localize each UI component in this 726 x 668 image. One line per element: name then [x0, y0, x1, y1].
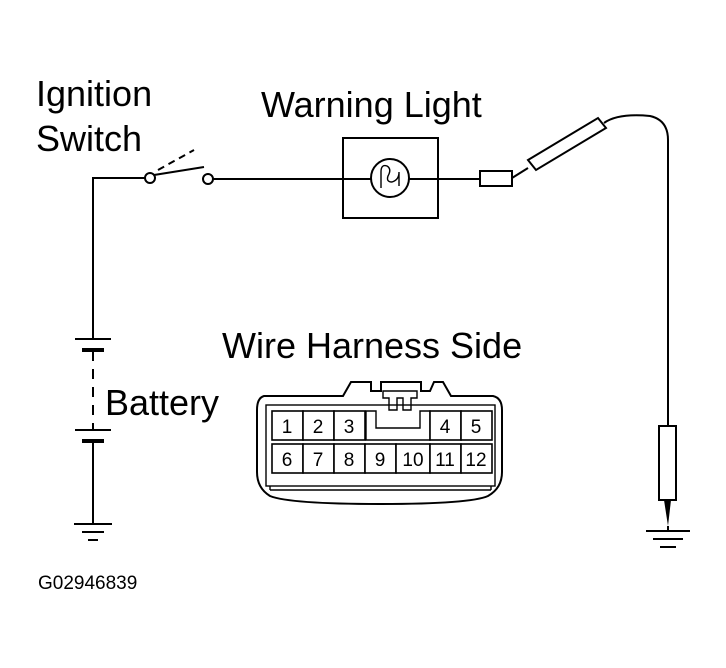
pin-number: 5 [471, 417, 482, 438]
figure-code: G02946839 [38, 573, 137, 594]
pin-cell-12 [460, 443, 493, 474]
terminal-box [479, 170, 513, 187]
pin-cell-6 [271, 443, 304, 474]
battery-symbol [75, 338, 111, 524]
test-probe-icon [511, 114, 669, 179]
pin-number: 10 [402, 450, 423, 471]
battery-label: Battery [105, 382, 219, 423]
wire-harness-side-label: Wire Harness Side [222, 325, 522, 366]
pin-number: 6 [282, 450, 293, 471]
probe-ground-icon [646, 526, 690, 548]
pin-number: 1 [282, 417, 293, 438]
ground-probe-icon [658, 425, 677, 526]
pin-cell-4 [429, 410, 462, 441]
pin-number: 7 [313, 450, 324, 471]
warning-light-bulb-icon [342, 137, 439, 219]
ignition-switch-label-line2: Switch [36, 118, 142, 159]
pin-number: 9 [375, 450, 386, 471]
battery-ground-icon [74, 523, 112, 541]
pin-cell-3 [333, 410, 366, 441]
pin-number: 8 [344, 450, 355, 471]
pin-cell-5 [460, 410, 493, 441]
pin-number: 11 [435, 450, 455, 471]
pin-number: 12 [465, 450, 486, 471]
pin-cell-2 [302, 410, 335, 441]
left-circuit-wire [92, 177, 146, 338]
warning-light-label: Warning Light [261, 84, 482, 125]
pin-cell-10 [395, 443, 431, 474]
pin-cell-11 [429, 443, 462, 474]
ignition-switch-symbol [144, 149, 214, 185]
pin-cell-1 [271, 410, 304, 441]
pin-number: 3 [344, 417, 355, 438]
pin-number: 2 [313, 417, 324, 438]
ignition-switch-label-line1: Ignition [36, 73, 152, 114]
harness-connector: 1 2 3 4 5 6 7 8 9 10 11 12 [256, 381, 503, 506]
pin-number: 4 [440, 417, 451, 438]
